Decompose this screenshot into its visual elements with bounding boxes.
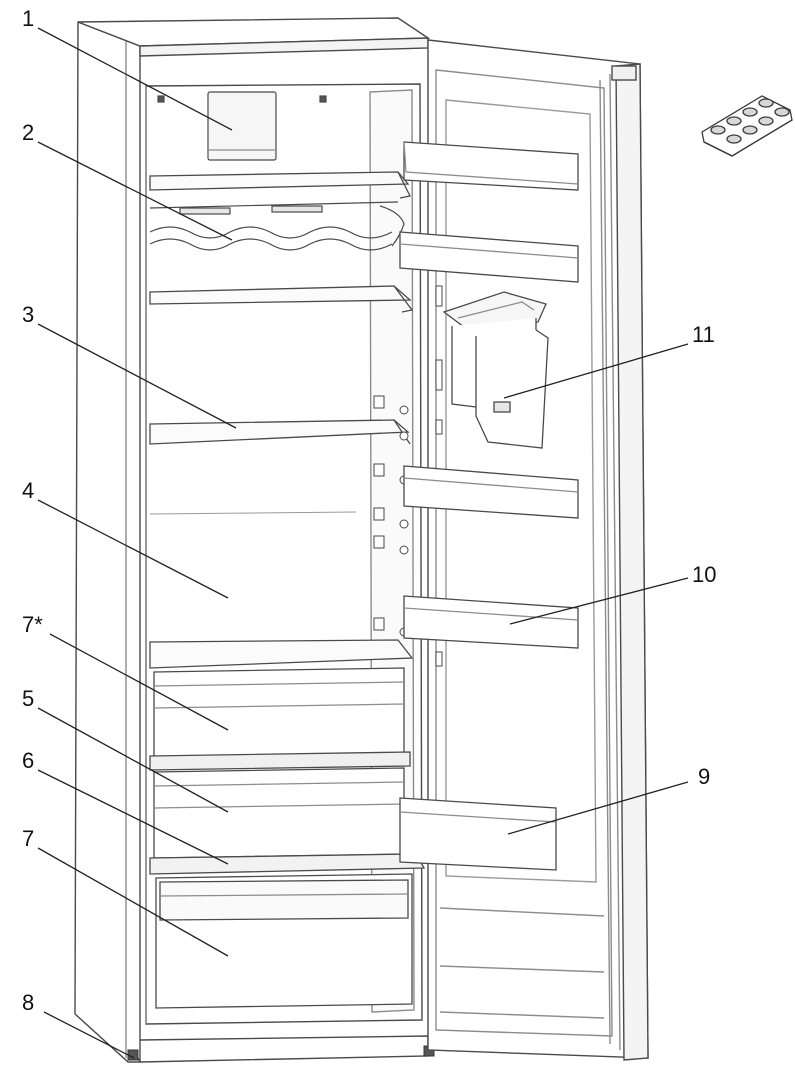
callout-leaders: [37, 27, 689, 1059]
leader-4: [37, 499, 229, 599]
callout-10: 10: [692, 562, 716, 587]
leader-5: [37, 707, 229, 813]
door-bin-3: [403, 465, 579, 519]
leader-3: [37, 323, 237, 429]
drawer-bottom: [155, 873, 413, 1009]
callout-2: 2: [22, 120, 34, 145]
callout-6: 6: [22, 748, 34, 773]
callout-7: 7: [22, 826, 34, 851]
callout-1: 1: [22, 6, 34, 31]
leader-2: [37, 141, 233, 241]
callout-9: 9: [698, 764, 710, 789]
rear-wall-seam: [149, 511, 357, 515]
leader-7: [37, 847, 229, 957]
callout-labels: 1 2 3 4 7* 5 6 7 8 11 10 9: [22, 6, 716, 1015]
shelf-second: [149, 285, 412, 305]
adjustable-feet: [127, 1045, 435, 1061]
leader-8: [43, 1011, 135, 1059]
door-bin-5: [399, 797, 557, 871]
door-bins: [399, 141, 579, 871]
door-side-detail: [435, 285, 443, 667]
water-dispenser: [442, 291, 549, 449]
leader-1: [37, 27, 233, 131]
callout-4: 4: [22, 478, 34, 503]
leader-9: [507, 781, 689, 835]
drawer-upper: [149, 667, 411, 771]
door-bin-2: [399, 231, 579, 283]
callout-5: 5: [22, 686, 34, 711]
callout-3: 3: [22, 302, 34, 327]
callout-11: 11: [692, 322, 715, 347]
leader-7star: [49, 633, 229, 731]
leader-6: [37, 769, 229, 865]
egg-tray-icon: [701, 95, 793, 157]
shelf-top: [149, 171, 410, 191]
door-bin-4: [403, 595, 579, 649]
leader-10: [509, 577, 689, 625]
shelf-fourth: [149, 639, 414, 669]
callout-7star: 7*: [22, 612, 43, 637]
callout-8: 8: [22, 990, 34, 1015]
light-unit: [157, 91, 327, 161]
leader-11: [503, 343, 689, 399]
drawer-middle: [153, 767, 405, 859]
glass-shelves: [149, 171, 414, 669]
door: [427, 39, 649, 1061]
shelf-third: [149, 419, 410, 445]
door-bin-1: [403, 141, 579, 191]
wine-rack: [149, 201, 405, 251]
